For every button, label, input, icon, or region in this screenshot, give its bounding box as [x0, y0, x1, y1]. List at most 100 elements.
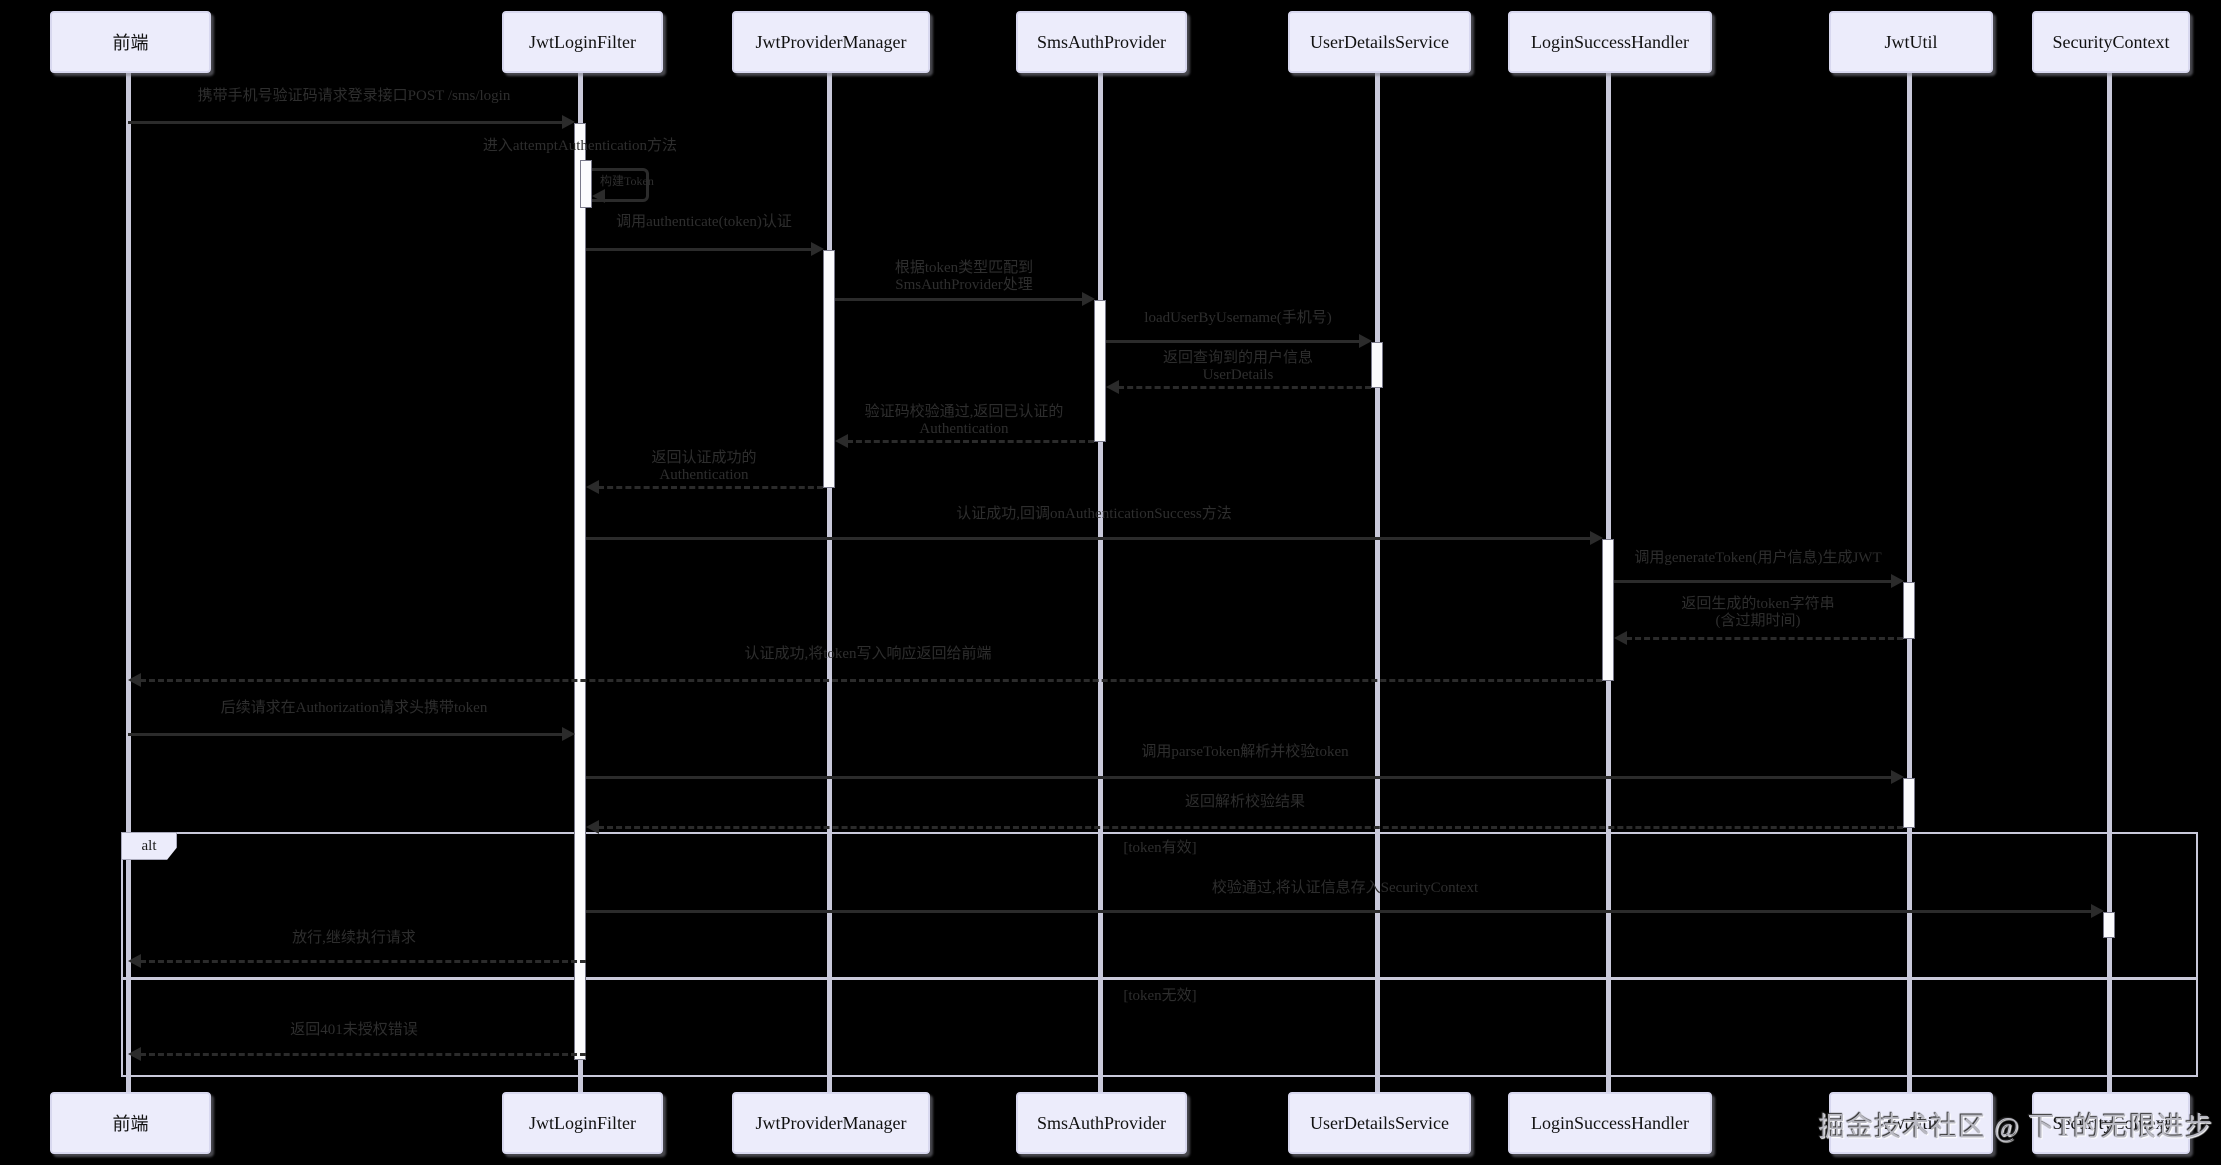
participant-box-frontend-bottom: 前端: [50, 1092, 211, 1154]
message-label: 调用authenticate(token)认证: [616, 214, 792, 230]
return-arrow: [1118, 386, 1371, 389]
message-label: 认证成功,将token写入响应返回给前端: [744, 646, 992, 662]
message-arrow: [1106, 340, 1359, 343]
participant-box-jwtloginfilter-bottom: JwtLoginFilter: [502, 1092, 663, 1154]
activation-loginsuccesshandler: [1602, 539, 1614, 681]
alt-condition-if: [token有效]: [1123, 840, 1197, 856]
message-label: 验证码校验通过,返回已认证的 Authentication: [865, 404, 1064, 438]
participant-box-jwtutil-top: JwtUtil: [1829, 11, 1993, 73]
message-label: 校验通过,将认证信息存入SecurityContext: [1211, 880, 1479, 896]
participant-box-loginsuccesshandler-top: LoginSuccessHandler: [1508, 11, 1712, 73]
return-arrow: [847, 440, 1094, 443]
participant-box-smsauthprovider-bottom: SmsAuthProvider: [1016, 1092, 1187, 1154]
lifeline-userdetailsservice: [1375, 73, 1380, 1092]
lifeline-securitycontext: [2107, 73, 2112, 1092]
message-label-line1: 验证码校验通过,返回已认证的: [864, 404, 1064, 420]
arrowhead-icon: [128, 954, 141, 968]
arrowhead-icon: [1614, 631, 1627, 645]
participant-box-loginsuccesshandler-bottom: LoginSuccessHandler: [1508, 1092, 1712, 1154]
participant-box-userdetailsservice-bottom: UserDetailsService: [1288, 1092, 1471, 1154]
arrowhead-icon: [562, 727, 575, 741]
message-label: 根据token类型匹配到 SmsAuthProvider处理: [895, 260, 1033, 294]
participant-box-smsauthprovider-top: SmsAuthProvider: [1016, 11, 1187, 73]
message-label-line2: Authentication: [919, 421, 1009, 437]
participant-box-jwtprovidermanager-bottom: JwtProviderManager: [732, 1092, 930, 1154]
lifeline-jwtprovidermanager: [827, 73, 832, 1092]
return-arrow: [140, 960, 586, 963]
message-arrow: [128, 733, 562, 736]
message-label: 返回认证成功的 Authentication: [651, 450, 756, 484]
message-arrow: [1614, 580, 1891, 583]
message-arrow: [586, 248, 811, 251]
activation-securitycontext: [2103, 912, 2115, 938]
message-label-line1: 返回生成的token字符串: [1681, 596, 1835, 612]
arrowhead-icon: [1106, 380, 1119, 394]
arrowhead-icon: [128, 1047, 141, 1061]
message-label: 后续请求在Authorization请求头携带token: [220, 700, 488, 716]
return-arrow: [1626, 637, 1903, 640]
message-label: 携带手机号验证码请求登录接口POST /sms/login: [197, 88, 511, 104]
arrowhead-icon: [835, 434, 848, 448]
participant-box-jwtutil-bottom: JwtUtil: [1829, 1092, 1993, 1154]
return-arrow: [140, 1053, 586, 1056]
arrowhead-icon: [592, 189, 605, 203]
participant-box-userdetailsservice-top: UserDetailsService: [1288, 11, 1471, 73]
activation-jwtloginfilter: [574, 123, 586, 1060]
activation-jwtutil-1: [1903, 582, 1915, 639]
message-arrow: [835, 298, 1082, 301]
message-arrow: [586, 910, 2091, 913]
arrowhead-icon: [2091, 904, 2104, 918]
participant-box-securitycontext-top: SecurityContext: [2032, 11, 2190, 73]
message-label-line1: 返回查询到的用户信息: [1162, 350, 1314, 366]
alt-frame-label: alt: [121, 832, 177, 860]
lifeline-frontend: [126, 73, 131, 1092]
alt-condition-else: [token无效]: [1123, 988, 1197, 1004]
message-label-line1: 根据token类型匹配到: [894, 260, 1034, 276]
self-loop-label: 构建Token: [600, 174, 654, 188]
participant-box-frontend-top: 前端: [50, 11, 211, 73]
alt-else-divider: [121, 977, 2198, 980]
activation-jwtprovidermanager: [823, 250, 835, 488]
message-label-line2: Authentication: [659, 467, 749, 483]
activation-userdetailsservice: [1371, 342, 1383, 388]
message-label-line2: SmsAuthProvider处理: [895, 277, 1033, 293]
arrowhead-icon: [562, 115, 575, 129]
message-label: 放行,继续执行请求: [292, 930, 416, 946]
watermark: 掘金技术社区 @ 下T的无限进步: [1818, 1112, 2213, 1142]
activation-smsauthprovider: [1094, 300, 1106, 442]
message-label-line2: UserDetails: [1202, 367, 1274, 383]
arrowhead-icon: [586, 480, 599, 494]
message-label: loadUserByUsername(手机号): [1144, 310, 1332, 326]
message-label: 进入attemptAuthentication方法: [482, 138, 678, 154]
arrowhead-icon: [1082, 292, 1095, 306]
participant-box-jwtloginfilter-top: JwtLoginFilter: [502, 11, 663, 73]
arrowhead-icon: [1359, 334, 1372, 348]
return-arrow: [598, 826, 1903, 829]
return-arrow: [140, 679, 1602, 682]
participant-box-jwtprovidermanager-top: JwtProviderManager: [732, 11, 930, 73]
arrowhead-icon: [128, 673, 141, 687]
self-loop-arrow: [592, 168, 649, 202]
arrowhead-icon: [1891, 574, 1904, 588]
message-label-line2: (含过期时间): [1715, 613, 1801, 629]
message-label: 返回查询到的用户信息 UserDetails: [1163, 350, 1313, 384]
arrowhead-icon: [811, 242, 824, 256]
lifeline-smsauthprovider: [1098, 73, 1103, 1092]
message-label: 返回生成的token字符串 (含过期时间): [1681, 596, 1834, 630]
activation-jwtutil-2: [1903, 778, 1915, 828]
message-label: 调用generateToken(用户信息)生成JWT: [1634, 550, 1882, 566]
message-label: 调用parseToken解析并校验token: [1141, 744, 1349, 760]
message-label: 返回401未授权错误: [290, 1022, 418, 1038]
message-arrow: [586, 776, 1891, 779]
alt-frame: [121, 832, 2198, 1077]
message-label-line1: 返回认证成功的: [651, 450, 757, 466]
message-label: 返回解析校验结果: [1184, 794, 1306, 810]
arrowhead-icon: [586, 820, 599, 834]
message-label: 认证成功,回调onAuthenticationSuccess方法: [956, 506, 1232, 522]
participant-box-securitycontext-bottom: SecurityContext: [2032, 1092, 2190, 1154]
activation-jwtloginfilter-self: [580, 160, 592, 208]
arrowhead-icon: [1891, 770, 1904, 784]
arrowhead-icon: [1590, 531, 1603, 545]
return-arrow: [598, 486, 823, 489]
